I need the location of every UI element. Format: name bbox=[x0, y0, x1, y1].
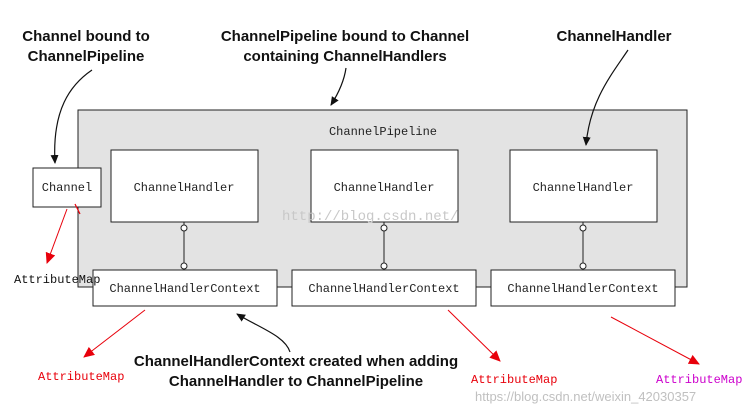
channel-handler-box-1 bbox=[110, 149, 259, 223]
watermark-bottom-right: https://blog.csdn.net/weixin_42030357 bbox=[475, 389, 696, 404]
annotation-channel-bound-line1: Channel bound to bbox=[22, 28, 149, 45]
annotation-pipeline-bound-line2: containing ChannelHandlers bbox=[243, 48, 446, 65]
context-label-1: ChannelHandlerContext bbox=[109, 282, 260, 296]
annotation-channel-handler: ChannelHandler bbox=[556, 28, 671, 45]
channel-handler-box-3 bbox=[509, 149, 658, 223]
connector-3 bbox=[579, 222, 587, 270]
red-arrow-channel-tick bbox=[74, 203, 81, 215]
channel-label: Channel bbox=[42, 181, 92, 195]
connector-2 bbox=[380, 222, 388, 270]
channel-handler-label-2: ChannelHandler bbox=[334, 181, 435, 195]
attributemap-channel: AttributeMap bbox=[14, 273, 100, 287]
red-arrow-context-1 bbox=[83, 309, 146, 358]
channel-pipeline-label: ChannelPipeline bbox=[329, 125, 437, 139]
arrow-context-created bbox=[236, 313, 291, 353]
connector-1 bbox=[180, 222, 188, 270]
arrow-channel-handler bbox=[582, 49, 629, 146]
annotation-context-created-line2: ChannelHandler to ChannelPipeline bbox=[169, 373, 423, 390]
context-label-2: ChannelHandlerContext bbox=[308, 282, 459, 296]
channel-box bbox=[32, 167, 102, 208]
attributemap-context-3: AttributeMap bbox=[656, 373, 742, 387]
annotation-channel-bound-line2: ChannelPipeline bbox=[28, 48, 145, 65]
attributemap-context-2: AttributeMap bbox=[471, 373, 557, 387]
annotation-pipeline-bound-line1: ChannelPipeline bound to Channel bbox=[221, 28, 469, 45]
context-label-3: ChannelHandlerContext bbox=[507, 282, 658, 296]
attributemap-context-1: AttributeMap bbox=[38, 370, 124, 384]
annotation-context-created-line1: ChannelHandlerContext created when addin… bbox=[134, 353, 458, 370]
context-box-3 bbox=[490, 269, 676, 307]
arrow-channel-bound bbox=[50, 69, 93, 164]
arrow-pipeline-bound bbox=[330, 67, 347, 106]
channel-handler-label-1: ChannelHandler bbox=[134, 181, 235, 195]
channel-handler-label-3: ChannelHandler bbox=[533, 181, 634, 195]
red-arrow-channel-attr bbox=[45, 208, 68, 264]
watermark-center: http://blog.csdn.net/ bbox=[282, 209, 458, 225]
red-arrow-context-2 bbox=[447, 309, 501, 362]
channel-handler-box-2 bbox=[310, 149, 459, 223]
context-box-1 bbox=[92, 269, 278, 307]
red-arrow-context-3 bbox=[610, 316, 700, 365]
context-box-2 bbox=[291, 269, 477, 307]
